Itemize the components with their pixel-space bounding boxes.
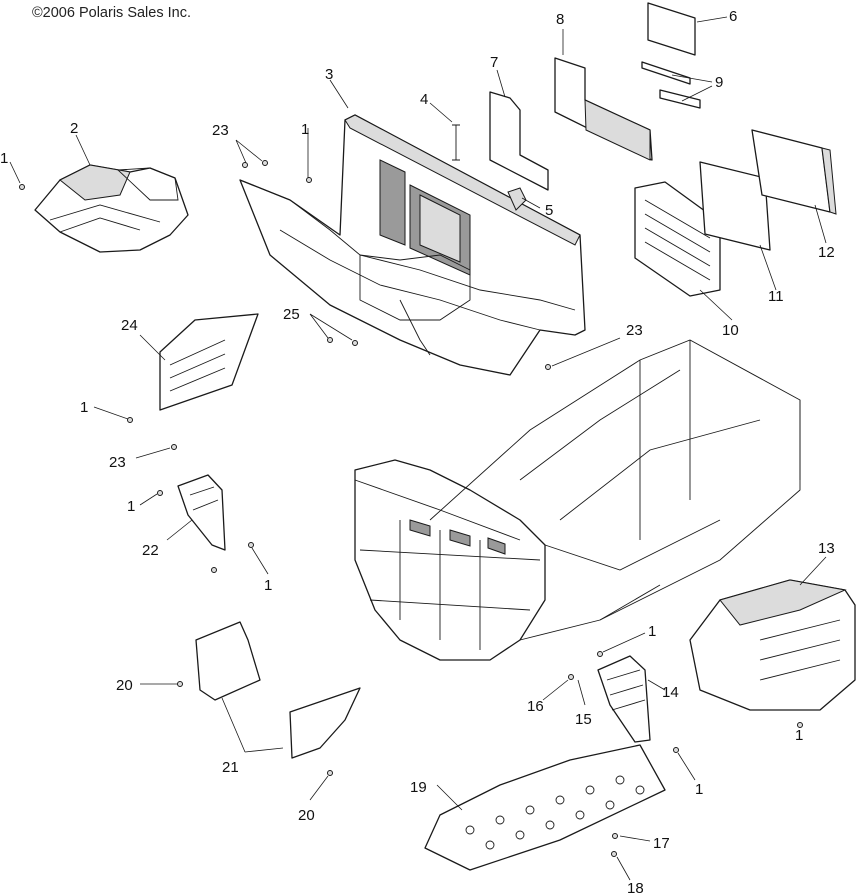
part-2-front-panel — [34, 164, 189, 253]
callout-labels: 1 2 3 4 5 6 7 8 9 10 11 12 23 1 25 23 24… — [0, 8, 835, 896]
callout-13: 13 — [818, 540, 835, 557]
part-9-strips — [641, 61, 701, 109]
part-13-fender — [689, 579, 856, 711]
part-19-skid-plate — [424, 744, 666, 871]
callout-5: 5 — [545, 202, 553, 219]
callout-2: 2 — [70, 120, 78, 137]
callout-19: 19 — [410, 779, 427, 796]
callout-1c: 1 — [80, 399, 88, 416]
callout-21: 21 — [222, 759, 239, 776]
part-21-shields — [195, 621, 361, 759]
part-8-panel — [554, 57, 653, 161]
callout-6: 6 — [729, 8, 737, 25]
callout-16: 16 — [527, 698, 544, 715]
callout-24: 24 — [121, 317, 138, 334]
callout-9: 9 — [715, 74, 723, 91]
callout-1h: 1 — [795, 727, 803, 744]
callout-1d: 1 — [127, 498, 135, 515]
callout-1g: 1 — [695, 781, 703, 798]
callout-1f: 1 — [648, 623, 656, 640]
callout-20b: 20 — [298, 807, 315, 824]
copyright-text: ©2006 Polaris Sales Inc. — [32, 5, 191, 21]
callout-14: 14 — [662, 684, 679, 701]
part-11-sheet — [699, 161, 771, 251]
callout-1a: 1 — [0, 150, 8, 167]
callout-23c: 23 — [109, 454, 126, 471]
part-14-shield — [597, 655, 651, 743]
callout-7: 7 — [490, 54, 498, 71]
callout-11: 11 — [768, 288, 784, 305]
callout-15: 15 — [575, 711, 592, 728]
part-24-side-panel — [159, 313, 259, 411]
part-10-louver-panel — [634, 181, 721, 297]
leader-lines — [9, 16, 827, 881]
callout-8: 8 — [556, 11, 564, 28]
callout-22: 22 — [142, 542, 159, 559]
part-12-block — [751, 129, 837, 215]
callout-4: 4 — [420, 91, 428, 108]
callout-23b: 23 — [626, 322, 643, 339]
callout-18: 18 — [627, 880, 644, 896]
fasteners — [19, 160, 803, 857]
main-frame — [354, 339, 801, 661]
callout-23a: 23 — [212, 122, 229, 139]
part-7-panel — [489, 91, 549, 191]
callout-1b: 1 — [301, 121, 309, 138]
callout-25: 25 — [283, 306, 300, 323]
callout-10: 10 — [722, 322, 739, 339]
callout-12: 12 — [818, 244, 835, 261]
callout-1e: 1 — [264, 577, 272, 594]
part-3-cab-bulkhead — [239, 114, 586, 376]
callout-3: 3 — [325, 66, 333, 83]
part-6-panel — [647, 2, 696, 56]
callout-17: 17 — [653, 835, 670, 852]
callout-20a: 20 — [116, 677, 133, 694]
part-22-shield — [177, 474, 226, 551]
part-4-strap — [452, 124, 460, 161]
